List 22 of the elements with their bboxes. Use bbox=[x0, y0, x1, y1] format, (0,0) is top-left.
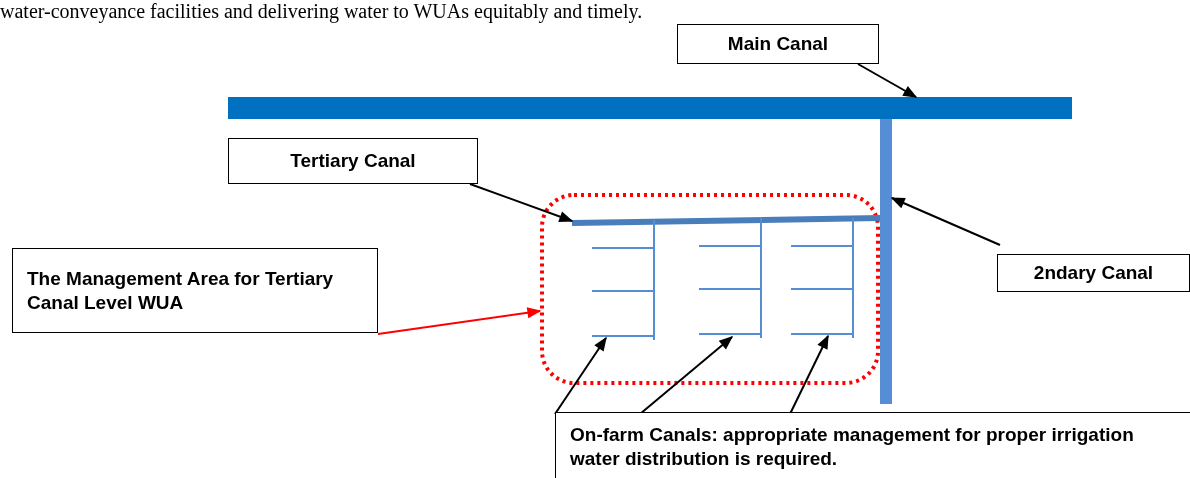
on-farm-canal-drawing bbox=[698, 217, 762, 339]
callout-box bbox=[997, 254, 1190, 292]
leader-arrow bbox=[890, 197, 1001, 246]
secondary-canal-bar bbox=[880, 119, 892, 404]
leader-arrow bbox=[469, 183, 574, 222]
callout-text: On-farm Canals: appropriate management for proper irrigation water distribution is required. bbox=[570, 423, 1135, 471]
callout-text: Main Canal bbox=[727, 32, 829, 56]
tertiary-canal-bar bbox=[572, 215, 880, 226]
callout-box bbox=[12, 248, 378, 333]
leader-arrow bbox=[377, 307, 542, 335]
body-text: water-conveyance facilities and delivering water to WUAs equitably and timely. bbox=[0, 0, 643, 22]
main-canal-bar bbox=[228, 97, 1072, 119]
callout-box bbox=[555, 412, 1190, 478]
callout-box bbox=[677, 24, 879, 64]
callout-text: The Management Area for Tertiary Canal Level WUA bbox=[27, 266, 335, 315]
callout-text: Tertiary Canal bbox=[290, 149, 416, 173]
callout-text: 2ndary Canal bbox=[1033, 261, 1154, 285]
on-farm-canal-drawing bbox=[591, 219, 655, 341]
callout-box bbox=[228, 138, 478, 184]
on-farm-canal-drawing bbox=[790, 217, 854, 339]
management-area-outline bbox=[540, 193, 880, 385]
leader-arrow bbox=[857, 63, 918, 98]
